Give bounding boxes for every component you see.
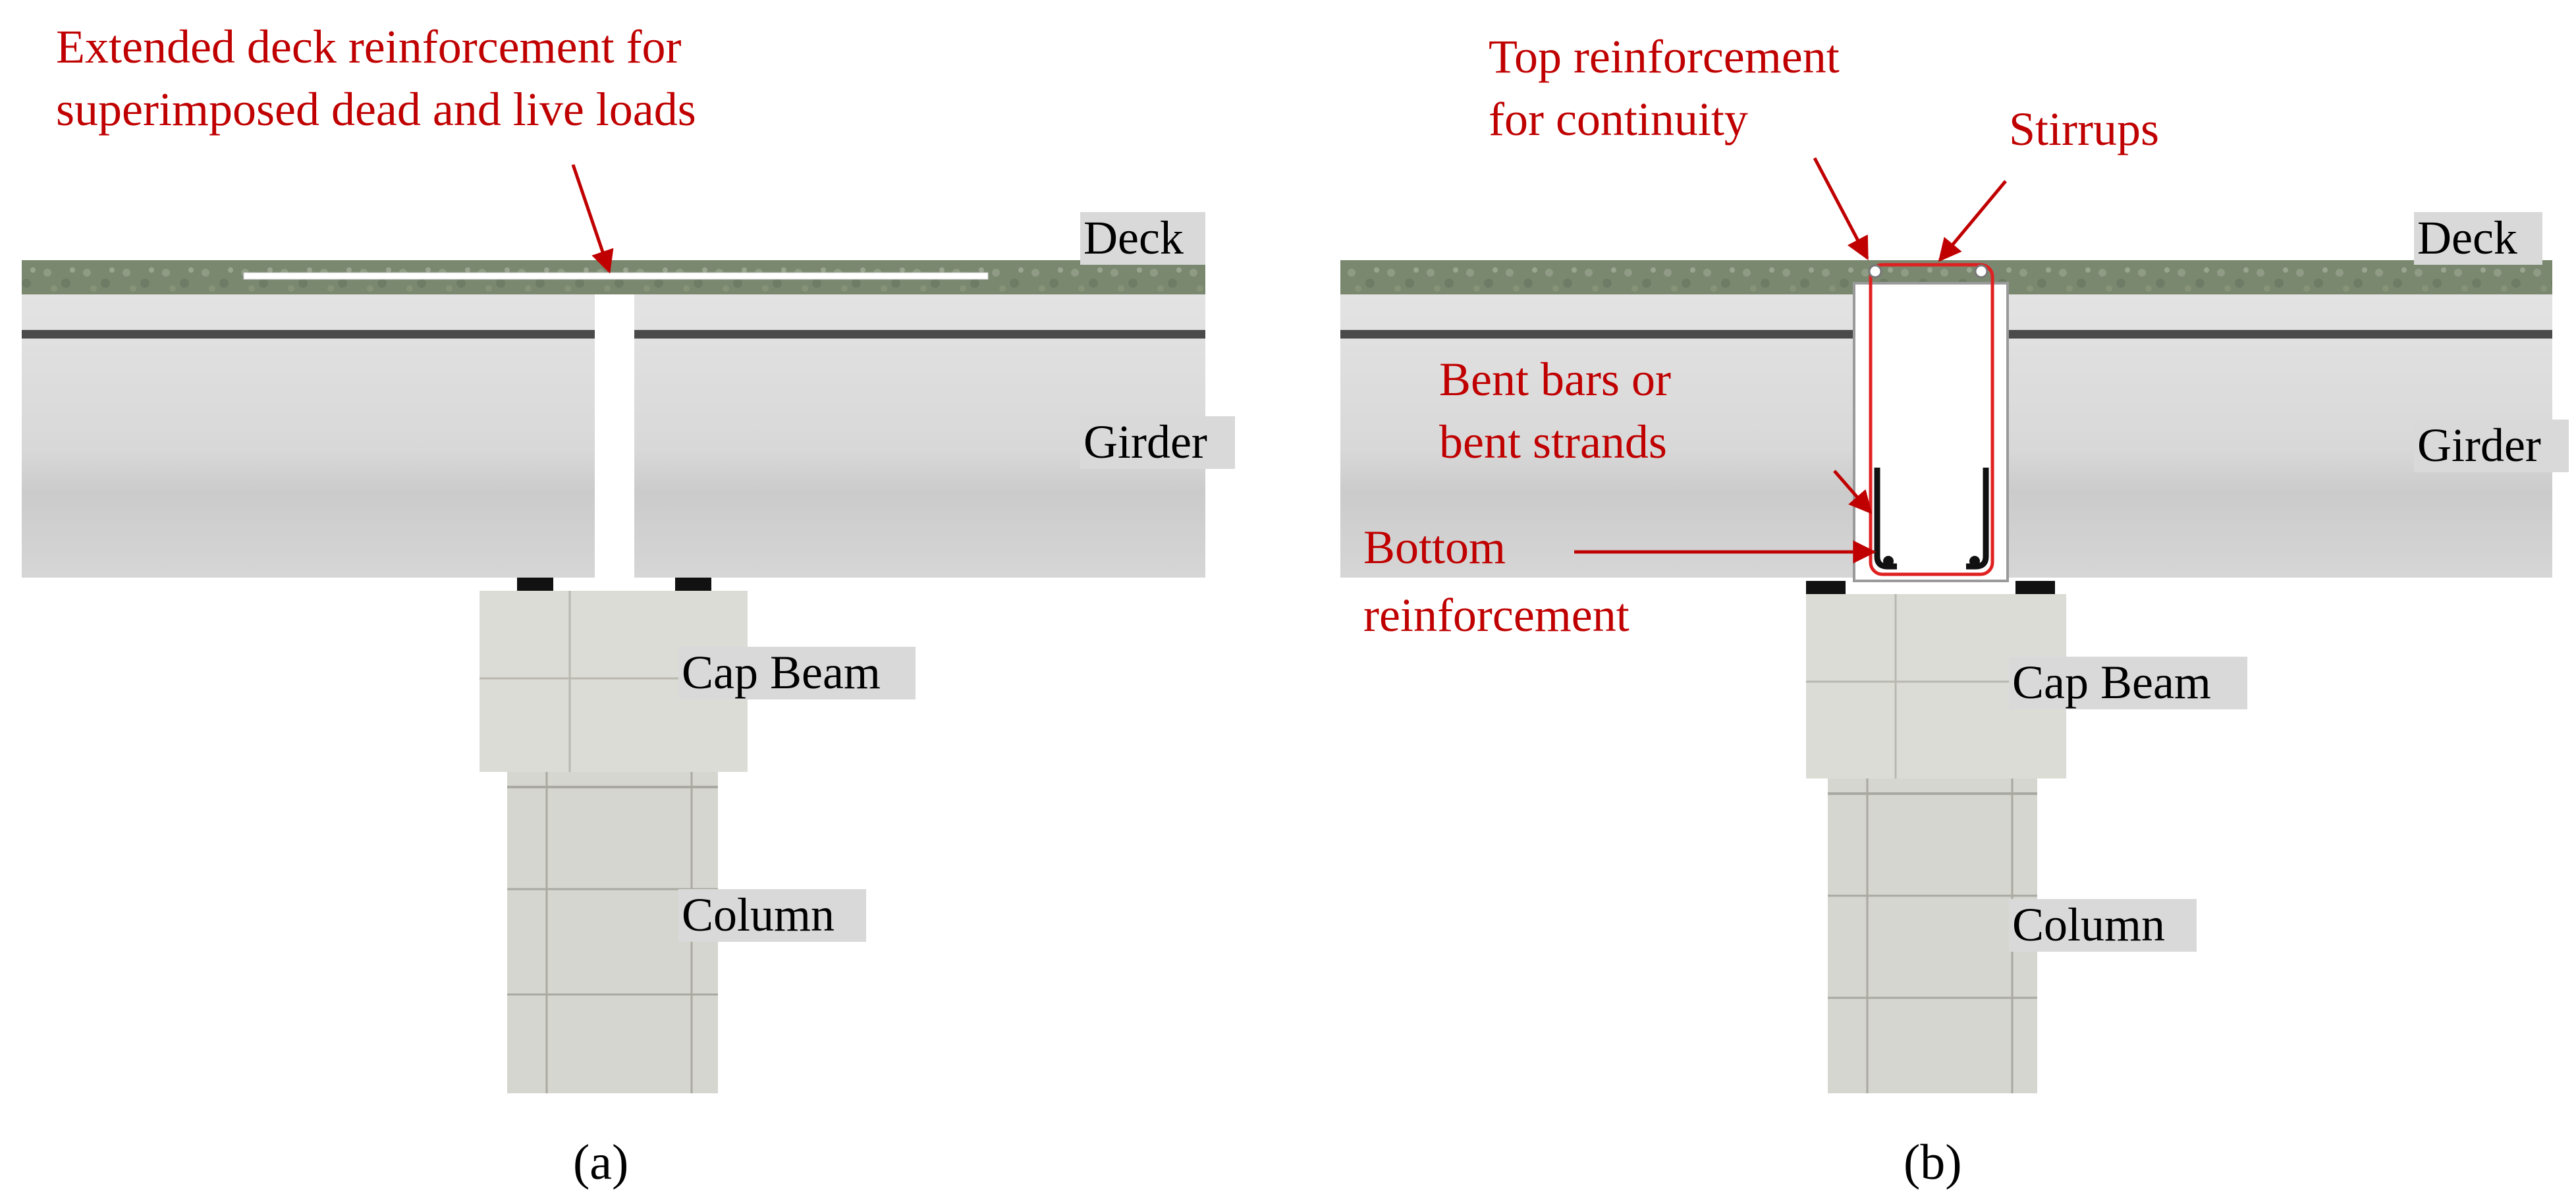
bearing-left bbox=[1806, 581, 1846, 594]
bent-bar-right bbox=[1966, 468, 1989, 570]
caption-b: (b) bbox=[1904, 1135, 1962, 1190]
annotation-top-reinforcement-line1: Top reinforcement bbox=[1489, 30, 1840, 83]
girder-label-b: Girder bbox=[2417, 419, 2541, 472]
bottom-bar-right bbox=[1969, 556, 1980, 566]
column bbox=[1828, 778, 2037, 1093]
panel-b: Deck Girder Cap Beam Column Top reinforc… bbox=[1340, 30, 2569, 1190]
column-label-b: Column bbox=[2012, 898, 2165, 951]
label-bg-column-b bbox=[2009, 899, 2197, 952]
label-bg-capbeam-a bbox=[678, 647, 916, 699]
annotation-bent-bars-line1: Bent bars or bbox=[1439, 353, 1671, 406]
arrow-top-reinforcement bbox=[1813, 157, 1869, 261]
label-bg-column-a bbox=[678, 889, 866, 942]
label-bg-deck-b bbox=[2414, 212, 2542, 265]
annotation-extended-deck-line1: Extended deck reinforcement for bbox=[56, 20, 682, 73]
deck-label-a: Deck bbox=[1083, 211, 1184, 264]
panel-a: Deck Girder Cap Beam Column Extended dec… bbox=[22, 20, 1235, 1190]
deck-reinforcement-bar bbox=[243, 272, 989, 280]
cap-beam-label-b: Cap Beam bbox=[2012, 656, 2211, 709]
bearing-right bbox=[675, 578, 711, 591]
caption-a: (a) bbox=[573, 1135, 628, 1190]
girder-label-a: Girder bbox=[1083, 416, 1207, 468]
girder-left bbox=[22, 294, 595, 578]
label-bg-girder-b bbox=[2414, 420, 2569, 472]
deck-label-b: Deck bbox=[2417, 211, 2517, 264]
annotation-extended-deck-line2: superimposed dead and live loads bbox=[56, 83, 696, 136]
annotation-bottom-reinforcement-line2: reinforcement bbox=[1363, 589, 1630, 641]
annotation-bottom-reinforcement-line1: Bottom bbox=[1363, 521, 1506, 574]
stirrup bbox=[1869, 263, 1994, 576]
annotation-top-reinforcement-line2: for continuity bbox=[1489, 93, 1748, 146]
bearing-left bbox=[517, 578, 553, 591]
label-bg-deck-a bbox=[1080, 212, 1205, 265]
label-bg-capbeam-b bbox=[2009, 657, 2247, 709]
cap-beam-label-a: Cap Beam bbox=[682, 646, 881, 699]
arrow-extended-deck bbox=[571, 164, 614, 274]
arrow-bent-bars bbox=[1833, 470, 1873, 514]
arrow-stirrups bbox=[1938, 180, 2007, 262]
girder-left bbox=[1340, 294, 1854, 578]
column-label-a: Column bbox=[682, 888, 835, 941]
bottom-bar-left bbox=[1883, 556, 1894, 566]
bent-bar-left bbox=[1874, 468, 1897, 570]
annotation-bent-bars-line2: bent strands bbox=[1439, 416, 1667, 468]
annotation-stirrups: Stirrups bbox=[2009, 103, 2159, 155]
top-bar-left bbox=[1868, 264, 1882, 279]
top-bar-right bbox=[1974, 264, 1988, 279]
label-bg-girder-a bbox=[1080, 416, 1235, 469]
bearing-right bbox=[2015, 581, 2055, 594]
